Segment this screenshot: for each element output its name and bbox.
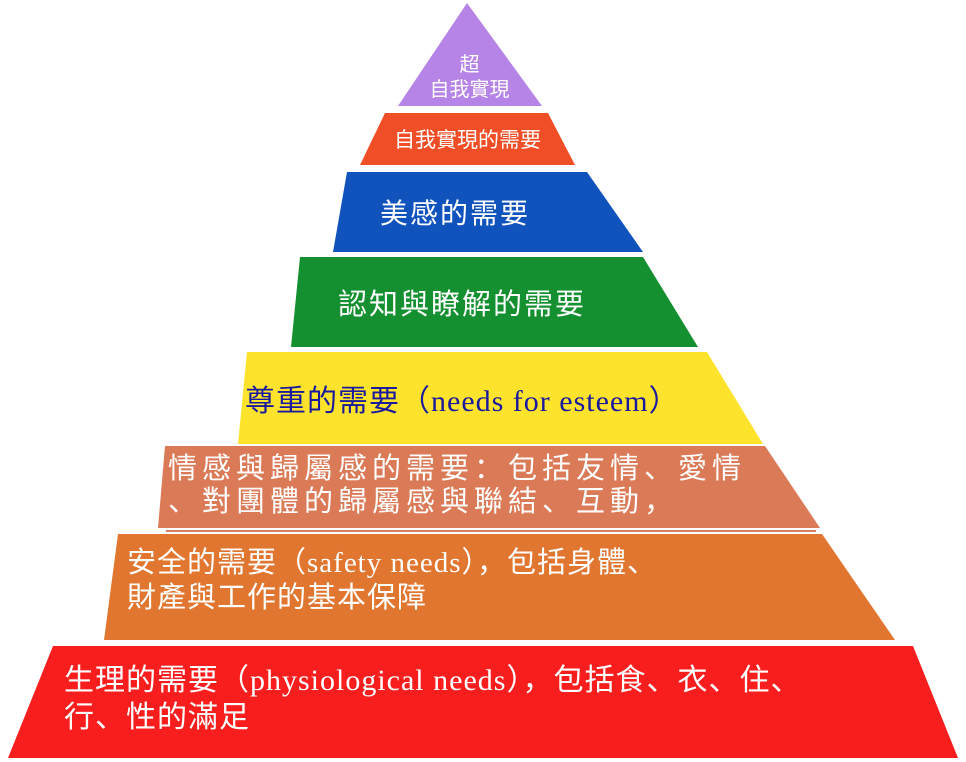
label-line: 超: [459, 54, 480, 76]
label-line: 尊重的需要（needs for esteem）: [245, 385, 680, 418]
label-line: 、對團體的歸屬感與聯結、互動，: [168, 486, 679, 518]
level-love-belonging-label: 情感與歸屬感的需要：包括友情、愛情 、對團體的歸屬感與聯結、互動，: [168, 453, 746, 519]
level-aesthetic-label: 美感的需要: [340, 172, 570, 252]
level-love-belonging-shadow-line: [166, 530, 816, 532]
label-line: 認知與瞭解的需要: [337, 289, 586, 321]
label-line: 生理的需要（physiological needs），包括食、衣、住、: [64, 664, 802, 697]
label-line: 美感的需要: [379, 199, 530, 230]
label-line: 安全的需要（safety needs），包括身體、: [127, 547, 658, 579]
level-aesthetic-band: 美感的需要: [333, 172, 643, 252]
level-physiological-label: 生理的需要（physiological needs），包括食、衣、住、 行、性的…: [64, 662, 801, 736]
label-line: 財產與工作的基本保障: [127, 582, 428, 614]
level-physiological-band: 生理的需要（physiological needs），包括食、衣、住、 行、性的…: [8, 646, 958, 758]
label-line: 自我實現: [429, 79, 510, 101]
label-line: 情感與歸屬感的需要：包括友情、愛情: [168, 453, 747, 485]
label-line: 行、性的滿足: [64, 701, 250, 734]
level-transcendence-band: 超 自我實現: [398, 3, 542, 106]
level-safety-label: 安全的需要（safety needs），包括身體、 財產與工作的基本保障: [127, 546, 657, 616]
level-transcendence-label: 超 自我實現: [398, 3, 542, 106]
level-cognitive-band: 認知與瞭解的需要: [291, 257, 698, 347]
level-safety-band: 安全的需要（safety needs），包括身體、 財產與工作的基本保障: [104, 534, 895, 640]
level-love-belonging-band: 情感與歸屬感的需要：包括友情、愛情 、對團體的歸屬感與聯結、互動，: [158, 446, 820, 528]
level-cognitive-label: 認知與瞭解的需要: [302, 257, 622, 347]
level-self-actualization-band: 自我實現的需要: [360, 113, 575, 165]
level-esteem-band: 尊重的需要（needs for esteem）: [238, 352, 763, 444]
level-esteem-label: 尊重的需要（needs for esteem）: [245, 352, 763, 444]
label-line: 自我實現的需要: [394, 128, 541, 152]
level-self-actualization-label: 自我實現的需要: [360, 113, 575, 165]
